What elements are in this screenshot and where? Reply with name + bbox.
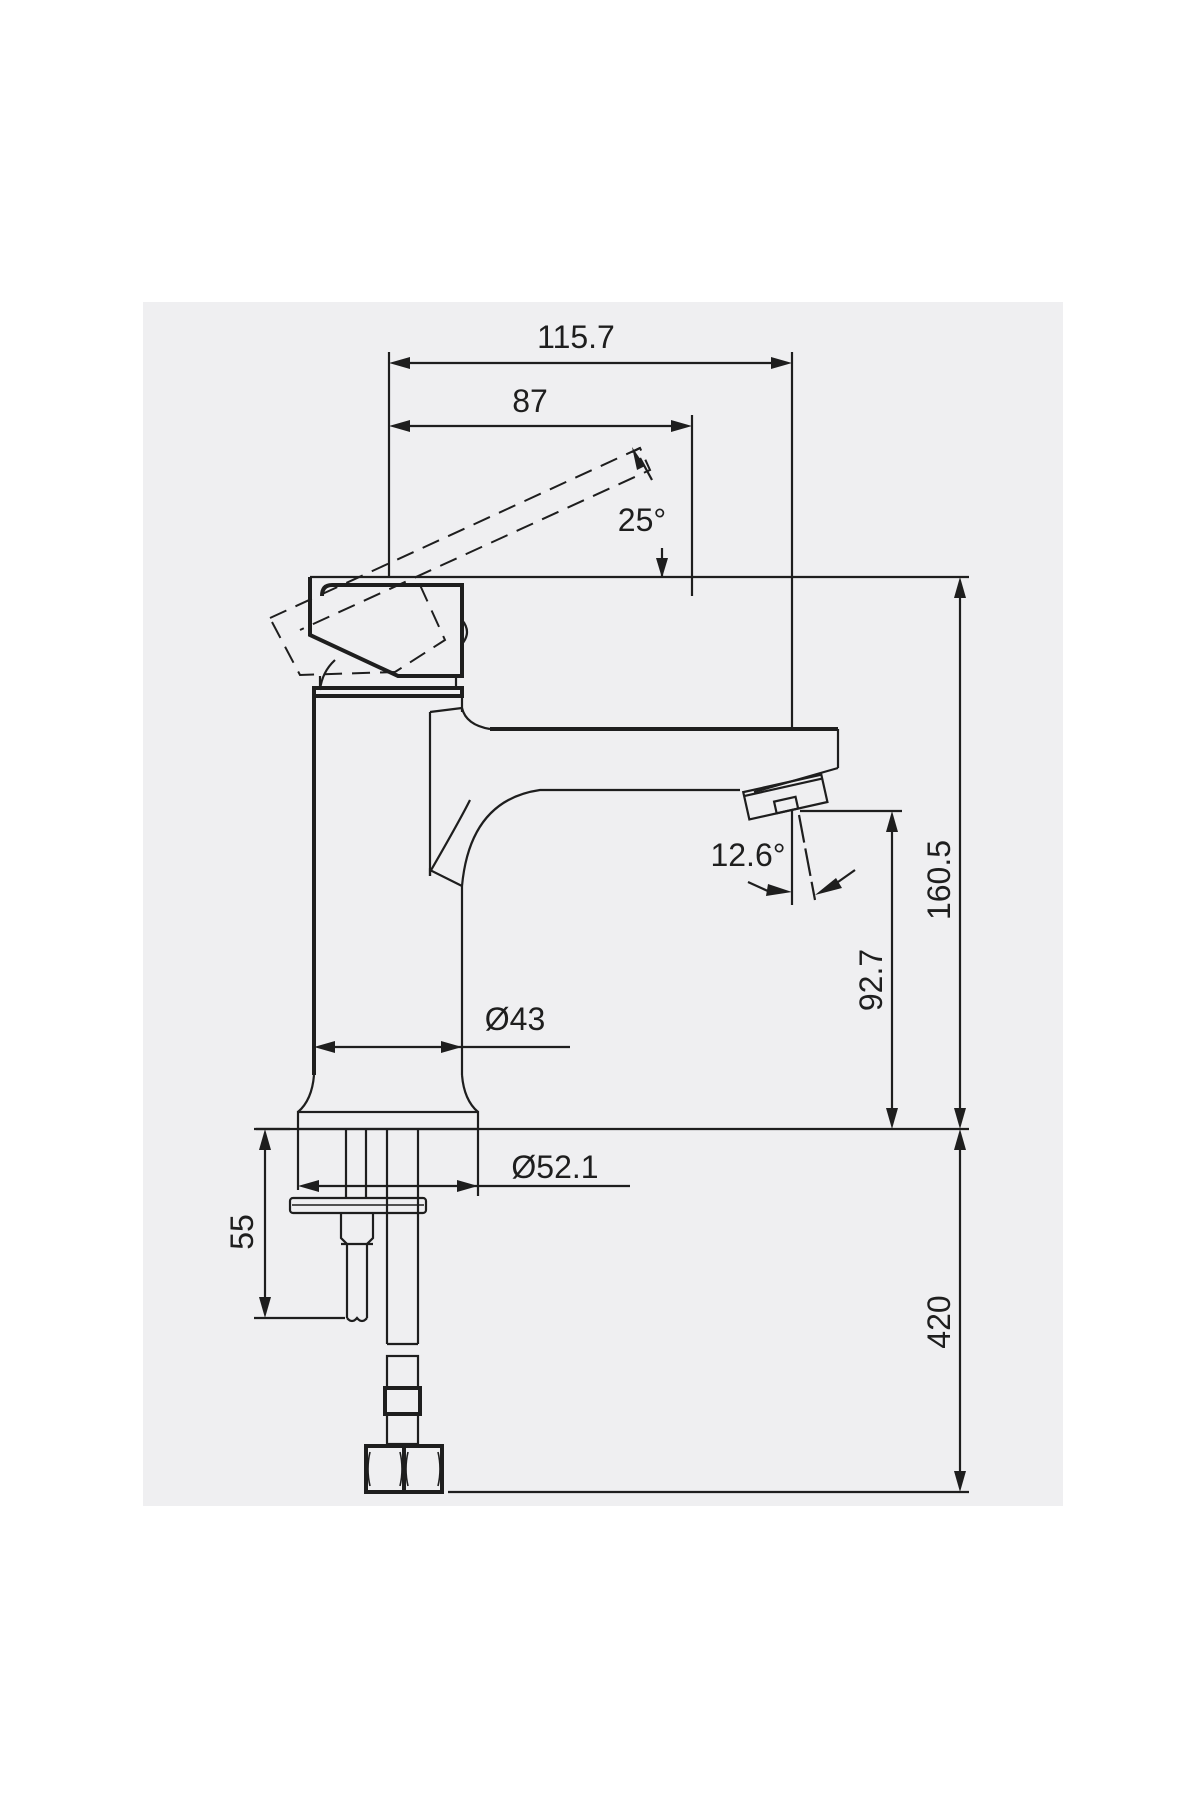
cartridge-cap [312, 676, 464, 698]
flexible-hose [364, 1354, 444, 1494]
dimension-hose-length: 420 [448, 1129, 969, 1494]
label-thread-length: 55 [224, 1214, 260, 1250]
dimension-spout-height: 92.7 [800, 809, 902, 1129]
faucet-spout [428, 706, 840, 1075]
handle-tilt-indicator: 25° [269, 446, 668, 677]
label-spout-height: 92.7 [853, 949, 889, 1011]
label-handle-reach: 87 [512, 383, 548, 419]
label-overall-reach: 115.7 [537, 319, 615, 355]
dimension-handle-reach: 87 [389, 383, 694, 596]
faucet-body [296, 696, 480, 1131]
label-hose-length: 420 [921, 1295, 957, 1348]
dimension-overall-height: 160.5 [921, 577, 966, 1129]
dimension-thread-length: 55 [224, 1127, 345, 1320]
dimension-spout-angle: 12.6° [710, 811, 856, 905]
dimension-body-diameter: Ø43 [314, 1001, 570, 1053]
label-handle-tilt: 25° [618, 502, 666, 538]
drawing-panel [143, 302, 1063, 1506]
dimension-overall-reach: 115.7 [387, 319, 794, 729]
label-body-diameter: Ø43 [485, 1001, 545, 1037]
label-base-diameter: Ø52.1 [511, 1149, 598, 1185]
dimension-base-diameter: Ø52.1 [298, 1149, 630, 1192]
mounting-fixings [288, 1129, 480, 1346]
label-spout-angle: 12.6° [710, 837, 785, 873]
label-overall-height: 160.5 [921, 840, 957, 920]
aerator [741, 773, 829, 821]
